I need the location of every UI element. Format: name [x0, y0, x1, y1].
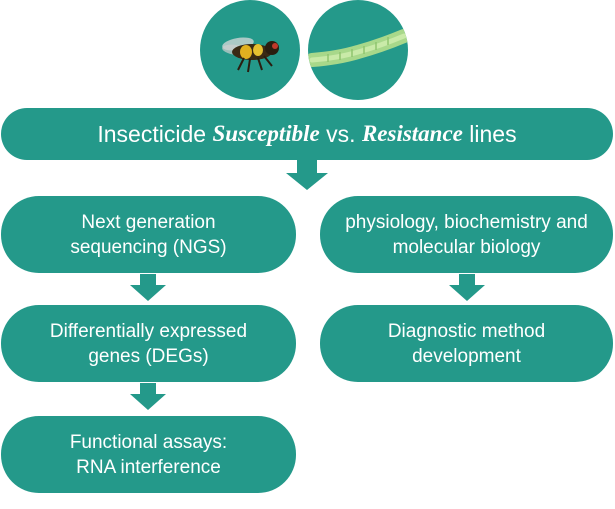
fly-icon: [222, 37, 279, 73]
title-mid: vs.: [319, 120, 362, 147]
physiology-line2: molecular biology: [392, 236, 541, 258]
larva-photo: [308, 0, 408, 100]
title-prefix: Insecticide: [97, 120, 213, 147]
physiology-line1: physiology, biochemistry and: [345, 211, 588, 233]
ngs-line2: sequencing (NGS): [70, 236, 227, 258]
title-resistance: Resistance: [361, 121, 463, 146]
functional-assays-line1: Functional assays:: [69, 431, 228, 453]
diagnostic-line1: Diagnostic method: [387, 320, 546, 342]
functional-assays-line2: RNA interference: [76, 456, 221, 478]
title-node: Insecticide Susceptible vs. Resistance l…: [1, 108, 613, 160]
arrow-degs-to-functional: [130, 383, 166, 410]
title-suffix: lines: [462, 120, 517, 147]
arrow-ngs-to-degs: [130, 274, 166, 301]
fly-photo: [200, 0, 300, 100]
ngs-line1: Next generation: [81, 211, 216, 233]
diagnostic-line2: development: [412, 345, 521, 367]
functional-assays-node: Functional assays: RNA interference: [1, 416, 296, 493]
degs-line1: Differentially expressed: [49, 320, 248, 342]
arrow-title-to-ngs: [286, 160, 328, 190]
arrow-physiology-to-diagnostic: [449, 274, 485, 301]
physiology-node: physiology, biochemistry and molecular b…: [320, 196, 613, 273]
title-susceptible: Susceptible: [212, 121, 320, 146]
ngs-node: Next generation sequencing (NGS): [1, 196, 296, 273]
larva-icon: [308, 29, 408, 67]
degs-node: Differentially expressed genes (DEGs): [1, 305, 296, 382]
degs-line2: genes (DEGs): [88, 345, 209, 367]
diagnostic-node: Diagnostic method development: [320, 305, 613, 382]
